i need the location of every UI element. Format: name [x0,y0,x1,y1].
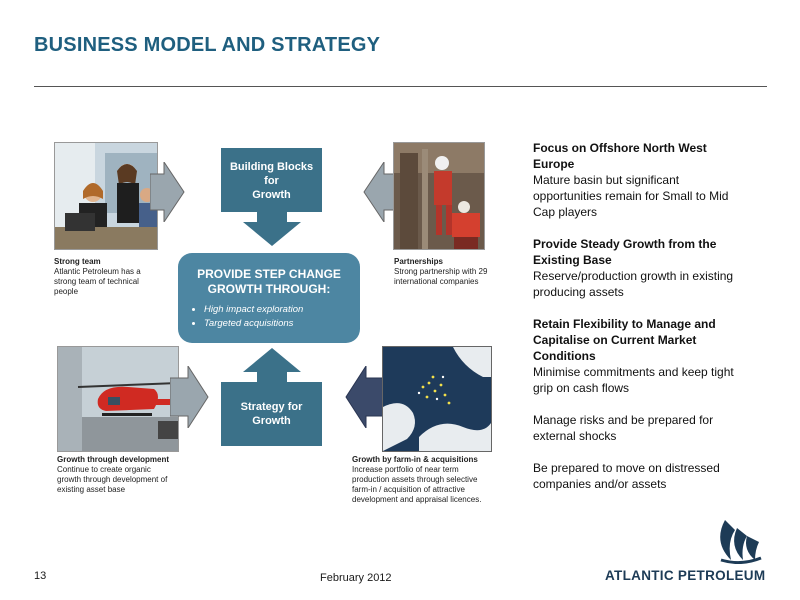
slide-date: February 2012 [320,572,392,584]
step-change-heading: PROVIDE STEP CHANGE GROWTH THROUGH: [197,267,341,296]
atlantic-petroleum-logo-icon [720,520,762,564]
arrow-up-icon [243,348,301,382]
title-divider [34,86,767,87]
bullet-item: High impact exploration [204,303,360,317]
arrow-left-icon [345,366,386,428]
building-blocks-box: Building Blocks for Growth [221,148,322,212]
arrow-down-icon [243,212,301,246]
north-sea-map [382,346,492,452]
caption-strong-team: Strong team Atlantic Petroleum has a str… [54,257,141,296]
partnerships-photo [393,142,485,250]
step-change-panel: PROVIDE STEP CHANGE GROWTH THROUGH: High… [178,253,360,343]
bullet-item: Targeted acquisitions [204,317,360,331]
arrow-right-icon [150,162,185,222]
company-logo-text: ATLANTIC PETROLEUM [605,568,766,583]
helicopter-photo [57,346,179,452]
arrow-right-icon [170,366,209,428]
caption-partnerships: Partnerships Strong partnership with 29 … [394,257,488,286]
page-number: 13 [34,570,47,582]
strong-team-photo [54,142,158,250]
slide-title: BUSINESS MODEL AND STRATEGY [34,34,381,56]
caption-growth-farm-in: Growth by farm-in & acquisitions Increas… [352,455,482,504]
growth-bullets: High impact exploration Targeted acquisi… [204,303,360,331]
caption-growth-development: Growth through development Continue to c… [57,455,169,494]
strategy-for-growth-box: Strategy for Growth [221,382,322,446]
